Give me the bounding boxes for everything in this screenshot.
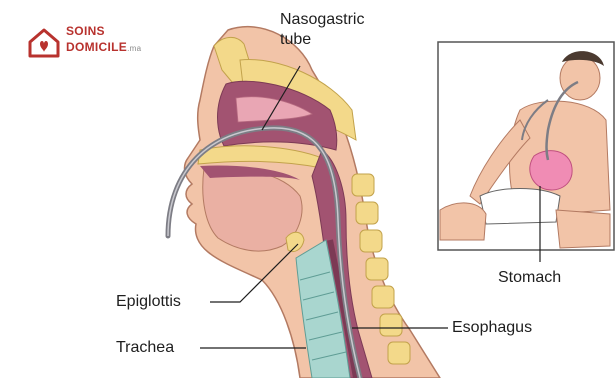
- label-trachea: Trachea: [116, 338, 174, 357]
- label-nasogastric-line1: Nasogastric: [280, 10, 364, 29]
- head-cross-section: [168, 27, 440, 378]
- label-epiglottis: Epiglottis: [116, 292, 181, 311]
- inset-stomach: [530, 151, 572, 190]
- label-stomach: Stomach: [498, 268, 561, 287]
- logo-suffix: .ma: [127, 44, 141, 53]
- logo-line2: DOMICILE.ma: [66, 40, 141, 54]
- label-esophagus: Esophagus: [452, 318, 532, 337]
- house-heart-icon: [30, 30, 58, 56]
- inset-panel: [438, 42, 614, 250]
- label-nasogastric-line2: tube: [280, 30, 311, 49]
- logo-line1: SOINS: [66, 24, 105, 38]
- logo-line2-text: DOMICILE: [66, 40, 127, 54]
